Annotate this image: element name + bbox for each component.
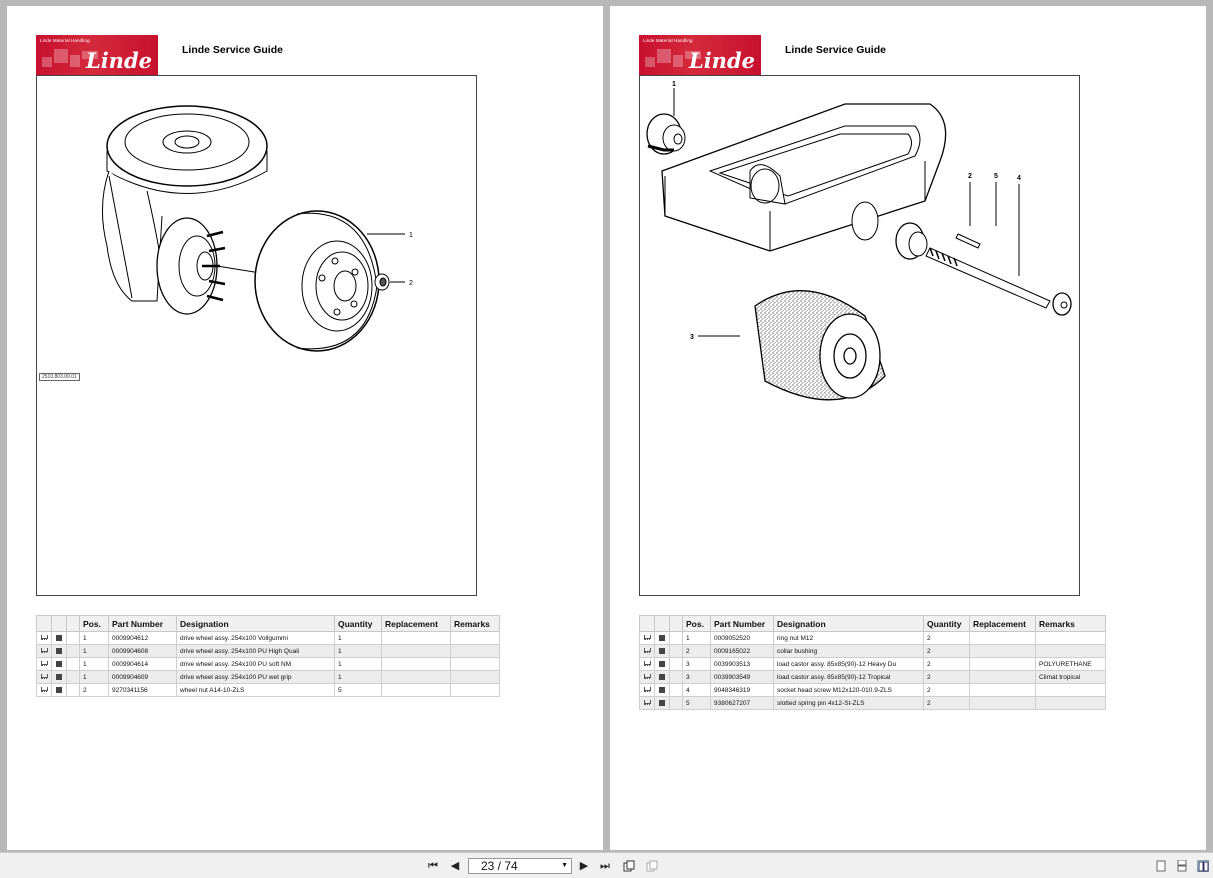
logo-pattern [42,49,102,71]
col-designation: Designation [773,615,924,632]
load-castor-illustration: 1 2 5 4 3 [646,81,1072,401]
table-row: 1 0009904614 drive wheel assy. 254x100 P… [36,657,500,671]
col-pos: Pos. [79,615,109,632]
clipboard-icon[interactable] [55,686,63,693]
clipboard-icon[interactable] [55,673,63,680]
add-to-cart-icon[interactable] [643,673,651,680]
col-remarks: Remarks [1035,615,1106,632]
page-number-field[interactable]: 23 / 74 ▼ [468,858,572,874]
first-page-button[interactable]: ⏮ [428,860,438,872]
exploded-drawing-drive-wheel: 1 2 2510.803.00.01 [36,75,477,596]
parts-table-left: Pos. Part Number Designation Quantity Re… [36,615,500,697]
clipboard-icon[interactable] [658,673,666,680]
table-row: 4 9048346319 socket head screw M12x120-0… [639,683,1106,697]
page-indicator: 23 / 74 [481,859,518,873]
pdf-page-right: Linde Material Handling Linde Linde Serv… [610,6,1206,850]
previous-page-button[interactable]: ◀ [450,860,460,872]
next-page-button[interactable]: ▶ [579,860,589,872]
clipboard-icon[interactable] [658,647,666,654]
logo-brand: Linde [688,48,755,73]
logo-subtitle: Linde Material Handling [40,38,90,43]
table-row: 3 0039903549 load castor assy. 85x85(90)… [639,670,1106,684]
add-to-cart-icon[interactable] [643,634,651,641]
exploded-drawing-load-castor: 1 2 5 4 3 [639,75,1080,596]
col-pos: Pos. [682,615,711,632]
table-row: 3 0039903513 load castor assy. 85x85(90)… [639,657,1106,671]
col-quantity: Quantity [923,615,970,632]
clipboard-icon[interactable] [658,660,666,667]
add-to-cart-icon[interactable] [643,699,651,706]
table-row: 2 0009165022 collar bushing 2 [639,644,1106,658]
continuous-view-icon[interactable] [1176,859,1188,872]
table-row: 1 0009904608 drive wheel assy. 254x100 P… [36,644,500,658]
clipboard-icon[interactable] [55,660,63,667]
single-page-view-icon[interactable] [1155,860,1167,872]
clipboard-icon[interactable] [658,686,666,693]
col-quantity: Quantity [334,615,382,632]
add-to-cart-icon[interactable] [643,647,651,654]
col-part-number: Part Number [710,615,774,632]
pdf-page-left: Linde Material Handling Linde Linde Serv… [7,6,603,850]
logo-subtitle: Linde Material Handling [643,38,693,43]
col-replacement: Replacement [969,615,1036,632]
callout-1: 1 [672,81,676,88]
viewer-toolbar: ⏮ ◀ 23 / 74 ▼ ▶ ⏭ [0,852,1213,878]
two-page-view-icon[interactable] [1197,860,1209,872]
table-row: 1 0009052520 ring nut M12 2 [639,631,1106,645]
last-page-button[interactable]: ⏭ [600,860,610,872]
callout-2: 2 [409,280,413,287]
logo-pattern [645,49,705,71]
logo-brand: Linde [85,48,152,73]
clipboard-icon[interactable] [658,634,666,641]
col-replacement: Replacement [381,615,451,632]
paste-page-icon[interactable] [646,860,658,872]
add-to-cart-icon[interactable] [40,647,48,654]
table-row: 5 9380627207 slotted spring pin 4x12-St-… [639,696,1106,710]
callout-2: 2 [968,173,972,180]
linde-logo: Linde Material Handling Linde [36,35,158,75]
col-remarks: Remarks [450,615,500,632]
page-title: Linde Service Guide [182,44,283,56]
document-viewport[interactable]: Linde Material Handling Linde Linde Serv… [0,0,1213,852]
callout-5: 5 [994,173,998,180]
callout-3: 3 [690,334,694,341]
col-part-number: Part Number [108,615,177,632]
linde-logo: Linde Material Handling Linde [639,35,761,75]
table-row: 1 0009904609 drive wheel assy. 254x100 P… [36,670,500,684]
add-to-cart-icon[interactable] [40,634,48,641]
callout-1: 1 [409,232,413,239]
callout-4: 4 [1017,175,1021,182]
add-to-cart-icon[interactable] [40,673,48,680]
copy-page-icon[interactable] [623,860,635,872]
add-to-cart-icon[interactable] [40,660,48,667]
figure-code: 2510.803.00.01 [39,373,80,381]
chevron-down-icon[interactable]: ▼ [561,862,568,869]
clipboard-icon[interactable] [55,647,63,654]
add-to-cart-icon[interactable] [643,686,651,693]
table-row: 1 0009904612 drive wheel assy. 254x100 V… [36,631,500,645]
add-to-cart-icon[interactable] [643,660,651,667]
drive-wheel-illustration: 1 2 [101,105,413,352]
clipboard-icon[interactable] [55,634,63,641]
table-row: 2 9270341156 wheel nut A14-10-ZLS 5 [36,683,500,697]
col-designation: Designation [176,615,335,632]
add-to-cart-icon[interactable] [40,686,48,693]
page-title: Linde Service Guide [785,44,886,56]
parts-table-right: Pos. Part Number Designation Quantity Re… [639,615,1106,710]
clipboard-icon[interactable] [658,699,666,706]
